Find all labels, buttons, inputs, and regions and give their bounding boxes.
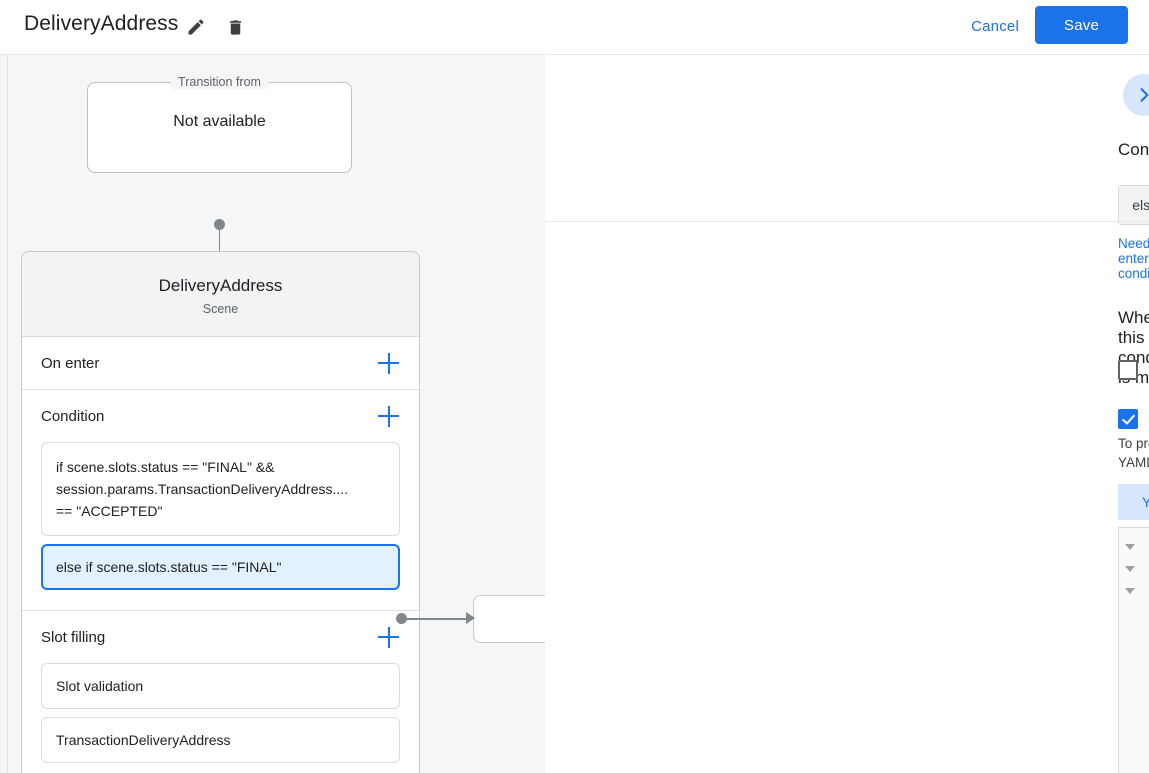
condition-help-link[interactable]: Need help entering conditions? [1118,236,1149,281]
transition-to-node[interactable]: DeliveryAddress Scene On enter Condition… [21,251,420,773]
send-prompts-checkbox-row[interactable]: Send prompts ENGLISH [1118,402,1149,436]
add-on-enter-button[interactable] [378,352,400,374]
save-button[interactable]: Save [1035,6,1128,44]
condition-keyword: else if [1119,186,1149,224]
transition-to-header: DeliveryAddress Scene [22,252,419,337]
section-slot-filling: Slot filling Slot validation Transaction… [22,611,419,773]
code-fold-toggle[interactable] [1125,566,1135,572]
add-slot-filling-button[interactable] [378,626,400,648]
editor-gutter [1119,528,1149,773]
slot-chip-transaction-delivery-address[interactable]: TransactionDeliveryAddress [41,717,400,763]
connector-line-horizontal [406,618,468,620]
condition-expression-row[interactable]: else if scene.slots.status == "FINAL" [1118,185,1149,225]
panel-divider-top [545,221,1149,222]
add-condition-button[interactable] [378,405,400,427]
panel-heading-condition: Condition [1118,140,1149,159]
app-header: DeliveryAddress Cancel Save [0,0,1149,55]
section-title-on-enter: On enter [41,354,100,372]
transition-from-node[interactable]: Transition from Not available [87,75,352,173]
chevron-right-icon[interactable] [1123,74,1149,116]
transition-to-title: DeliveryAddress [158,276,283,295]
slot-chip-slot-validation[interactable]: Slot validation [41,663,400,709]
section-title-condition: Condition [41,407,105,425]
section-condition: Condition if scene.slots.status == "FINA… [22,390,419,611]
send-prompts-checkbox[interactable] [1118,409,1138,429]
call-webhook-checkbox[interactable] [1118,360,1138,380]
code-fold-toggle[interactable] [1125,544,1135,550]
pencil-icon[interactable] [183,14,209,40]
connector-arrow-right [466,612,475,624]
page-title: DeliveryAddress [24,12,179,35]
canvas-rail [7,55,8,773]
transition-to-subtitle: Scene [202,302,239,316]
editor-format-tabs[interactable]: YAML JSON [1118,484,1149,520]
webhook-checkbox-row[interactable]: Call your webhook [1118,353,1149,387]
transition-from-legend: Transition from [170,75,269,89]
prompts-helper-sentence: To provide audio or visual feedback when… [1118,436,1149,470]
transition-from-value: Not available [173,113,266,130]
cancel-button[interactable]: Cancel [963,12,1027,41]
next-node-card[interactable] [473,595,545,643]
section-title-slot-filling: Slot filling [41,628,106,646]
connector-dot-right [396,613,407,624]
flow-canvas[interactable]: Transition from Not available DeliveryAd… [0,55,545,773]
connector-line-vertical [218,224,221,271]
trash-icon[interactable] [222,14,248,40]
tab-yaml[interactable]: YAML [1118,484,1149,520]
code-fold-toggle[interactable] [1125,588,1135,594]
details-panel: Condition else if scene.slots.status == … [545,55,1149,773]
condition-chip-if[interactable]: if scene.slots.status == "FINAL" && sess… [41,442,400,536]
condition-chip-else-if[interactable]: else if scene.slots.status == "FINAL" [41,544,400,590]
yaml-editor[interactable]: 1candidates:2 - first_simple:3 variants:… [1118,527,1149,773]
section-on-enter: On enter [22,337,419,390]
prompts-helper-text: To provide audio or visual feedback when… [1118,434,1149,472]
